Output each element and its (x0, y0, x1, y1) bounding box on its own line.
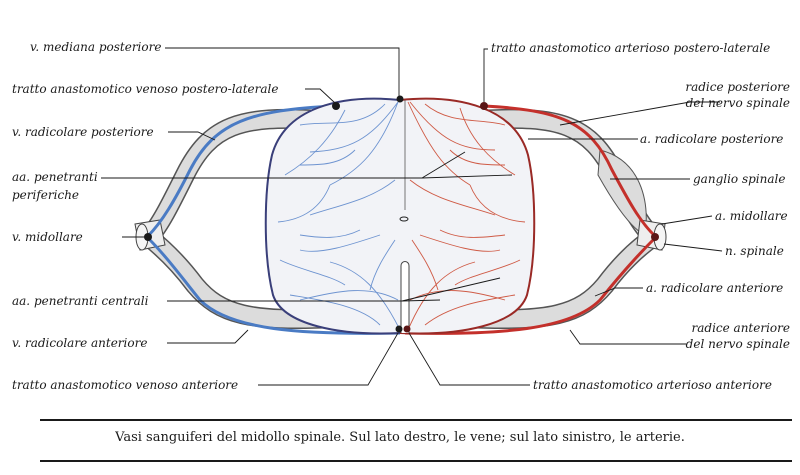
caption-top-rule (40, 419, 792, 421)
figure-caption: Vasi sanguiferi del midollo spinale. Sul… (115, 430, 685, 445)
arterial-ring (399, 97, 536, 335)
label-n-spinale: n. spinale (725, 244, 784, 258)
left-vein-branches (277, 101, 401, 331)
label-v-midollare: v. midollare (12, 230, 83, 244)
label-aa-penetranti-periferiche-2: periferiche (12, 188, 80, 202)
spinal-ganglion (597, 149, 647, 236)
central-canal (399, 216, 409, 222)
label-radice-anteriore-1: radice anteriore (691, 321, 791, 335)
anterior-median-fissure (400, 261, 410, 333)
venous-ring (264, 97, 401, 335)
label-a-midollare: a. midollare (715, 209, 788, 223)
right-nerve-stump (636, 219, 667, 251)
anastomotic-nodes (144, 95, 659, 333)
label-radice-anteriore-2: del nervo spinale (685, 337, 790, 351)
label-aa-penetranti-periferiche-1: aa. penetranti (12, 170, 98, 184)
label-radice-posteriore-1: radice posteriore (685, 80, 790, 94)
label-tratto-venoso-postero-laterale: tratto anastomotico venoso postero-later… (12, 82, 279, 96)
right-artery-branches (407, 101, 526, 331)
label-tratto-arterioso-postero-laterale: tratto anastomotico arterioso postero-la… (491, 41, 771, 55)
caption-bottom-rule (40, 460, 792, 462)
label-aa-penetranti-centrali: aa. penetranti centrali (12, 294, 149, 308)
left-veins (146, 104, 401, 335)
label-tratto-arterioso-anteriore: tratto anastomotico arterioso anteriore (533, 378, 772, 392)
label-v-mediana-posteriore: v. mediana posteriore (30, 40, 162, 54)
right-arteries (404, 104, 657, 335)
label-v-radicolare-posteriore: v. radicolare posteriore (12, 125, 154, 139)
label-a-radicolare-posteriore: a. radicolare posteriore (640, 132, 784, 146)
label-a-radicolare-anteriore: a. radicolare anteriore (646, 281, 784, 295)
label-v-radicolare-anteriore: v. radicolare anteriore (12, 336, 148, 350)
label-radice-posteriore-2: del nervo spinale (685, 96, 790, 110)
leader-lines (101, 47, 723, 386)
label-ganglio-spinale: ganglio spinale (693, 172, 786, 186)
label-tratto-venoso-anteriore: tratto anastomotico venoso anteriore (12, 378, 239, 392)
